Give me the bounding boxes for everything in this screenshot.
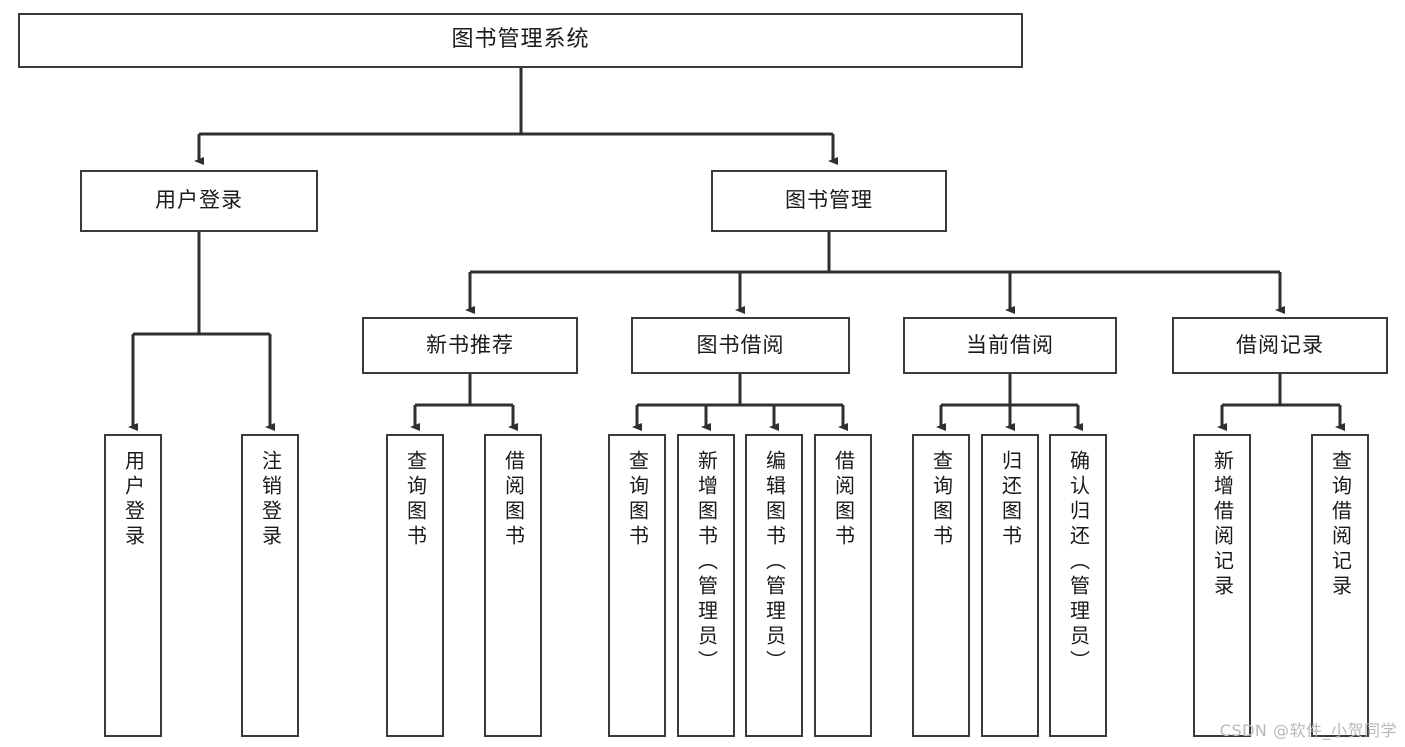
node-root-system[interactable]: 图书管理系统 bbox=[18, 13, 1023, 68]
node-label: 编辑图书（管理员） bbox=[762, 450, 787, 675]
node-label: 查询图书 bbox=[403, 450, 428, 550]
node-label: 查询借阅记录 bbox=[1328, 450, 1353, 600]
node-label: 查询图书 bbox=[625, 450, 650, 550]
leaf-query-book-current[interactable]: 查询图书 bbox=[912, 434, 970, 737]
node-label: 查询图书 bbox=[929, 450, 954, 550]
node-label: 用户登录 bbox=[155, 188, 243, 213]
leaf-borrow-book[interactable]: 借阅图书 bbox=[814, 434, 872, 737]
leaf-return-book[interactable]: 归还图书 bbox=[981, 434, 1039, 737]
node-label: 归还图书 bbox=[998, 450, 1023, 550]
node-user-login[interactable]: 用户登录 bbox=[80, 170, 318, 232]
node-new-book-recommend[interactable]: 新书推荐 bbox=[362, 317, 578, 374]
node-label: 当前借阅 bbox=[966, 332, 1054, 357]
node-label: 图书借阅 bbox=[696, 332, 785, 357]
node-label: 新书推荐 bbox=[426, 332, 514, 357]
node-label: 借阅记录 bbox=[1236, 332, 1324, 357]
node-label: 图书管理 bbox=[785, 188, 873, 213]
leaf-add-book-admin[interactable]: 新增图书（管理员） bbox=[677, 434, 735, 737]
node-label: 新增借阅记录 bbox=[1210, 450, 1235, 600]
leaf-user-login[interactable]: 用户登录 bbox=[104, 434, 162, 737]
node-label: 用户登录 bbox=[121, 450, 146, 550]
node-label: 新增图书（管理员） bbox=[694, 450, 719, 675]
node-label: 确认归还（管理员） bbox=[1066, 450, 1091, 675]
leaf-edit-book-admin[interactable]: 编辑图书（管理员） bbox=[745, 434, 803, 737]
node-book-borrow[interactable]: 图书借阅 bbox=[631, 317, 850, 374]
node-label: 注销登录 bbox=[258, 450, 283, 550]
node-borrow-record[interactable]: 借阅记录 bbox=[1172, 317, 1388, 374]
leaf-add-borrow-record[interactable]: 新增借阅记录 bbox=[1193, 434, 1251, 737]
csdn-watermark: CSDN @软件_小贺同学 bbox=[1219, 721, 1397, 740]
leaf-confirm-return-admin[interactable]: 确认归还（管理员） bbox=[1049, 434, 1107, 737]
leaf-query-book-recommend[interactable]: 查询图书 bbox=[386, 434, 444, 737]
node-current-borrow[interactable]: 当前借阅 bbox=[903, 317, 1117, 374]
node-label: 借阅图书 bbox=[501, 450, 526, 550]
leaf-query-borrow-record[interactable]: 查询借阅记录 bbox=[1311, 434, 1369, 737]
leaf-logout[interactable]: 注销登录 bbox=[241, 434, 299, 737]
leaf-query-book-borrow[interactable]: 查询图书 bbox=[608, 434, 666, 737]
node-book-management[interactable]: 图书管理 bbox=[711, 170, 947, 232]
node-label: 借阅图书 bbox=[831, 450, 856, 550]
leaf-borrow-book-recommend[interactable]: 借阅图书 bbox=[484, 434, 542, 737]
node-label: 图书管理系统 bbox=[451, 27, 590, 53]
